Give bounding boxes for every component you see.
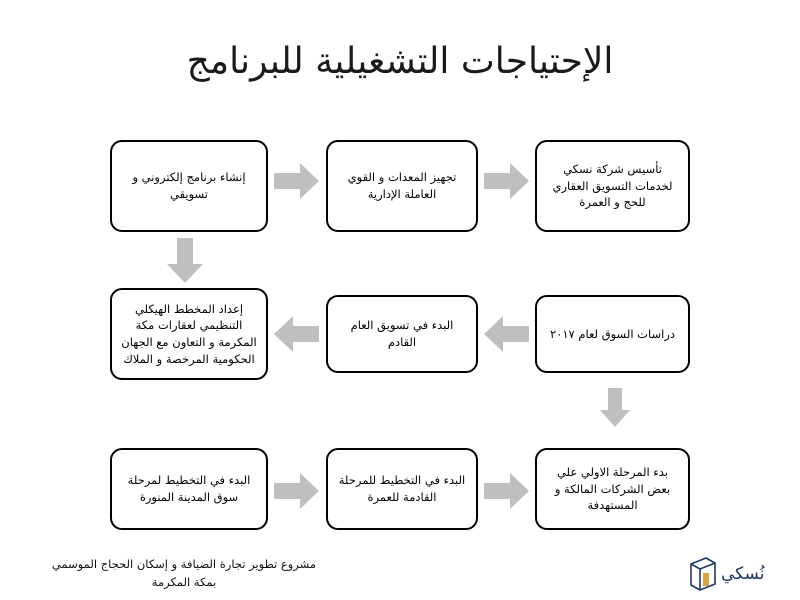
footer-project-caption: مشروع تطوير تجارة الضيافة و إسكان الحجاج… [24,556,344,592]
arrow-right-icon [484,470,530,512]
flow-box-label: البدء في التخطيط للمرحلة القادمة للعمرة [338,473,466,504]
flow-box-label: البدء في التخطيط لمرحلة سوق المدينة المن… [127,473,251,504]
flow-box-r3c2[interactable]: البدء في التخطيط للمرحلة القادمة للعمرة [326,448,478,530]
arrow-right-icon [484,160,530,202]
flow-box-r3c3[interactable]: بدء المرحلة الاولي علي بعض الشركات المال… [535,448,690,530]
footer-line-1: مشروع تطوير تجارة الضيافة و إسكان الحجاج… [51,557,317,571]
page-title: الإحتياجات التشغيلية للبرنامج [186,41,614,82]
brand-logo: نُسكي [682,552,786,596]
arrow-right-icon [274,160,320,202]
flow-box-label: دراسات السوق لعام ٢٠١٧ [549,326,676,341]
logo-wordmark: نُسكي [721,563,765,584]
flow-box-r1c3[interactable]: إنشاء برنامج إلكتروني و تسويقي [110,140,268,232]
footer-line-2: بمكة المكرمة [151,574,217,589]
flow-box-r2c2[interactable]: البدء في تسويق العام القادم [326,295,478,373]
arrow-down-icon [598,388,632,428]
cube-kaaba-icon [682,556,716,592]
flow-box-r3c1[interactable]: البدء في التخطيط لمرحلة سوق المدينة المن… [110,448,268,530]
flow-box-r1c1[interactable]: تأسيس شركة نسكي لخدمات التسويق العقاري ل… [535,140,690,232]
flow-box-r2c1[interactable]: إعداد المخطط الهيكلي التنظيمي لعقارات مك… [110,288,268,380]
flow-box-r1c2[interactable]: تجهيز المعدات و القوي العاملة الإدارية [326,140,478,232]
arrow-down-icon [164,238,206,284]
flow-box-label: تجهيز المعدات و القوي العاملة الإدارية [347,170,457,201]
flow-box-label: إعداد المخطط الهيكلي التنظيمي لعقارات مك… [121,301,257,366]
flow-box-r2c3[interactable]: دراسات السوق لعام ٢٠١٧ [535,295,690,373]
flow-box-label: البدء في تسويق العام القادم [350,318,454,349]
arrow-right-icon [274,470,320,512]
flow-box-label: إنشاء برنامج إلكتروني و تسويقي [132,170,246,201]
arrow-left-icon [484,313,530,355]
flow-box-label: تأسيس شركة نسكي لخدمات التسويق العقاري ل… [552,161,673,210]
arrow-left-icon [274,313,320,355]
flow-box-label: بدء المرحلة الاولي علي بعض الشركات المال… [554,464,671,513]
